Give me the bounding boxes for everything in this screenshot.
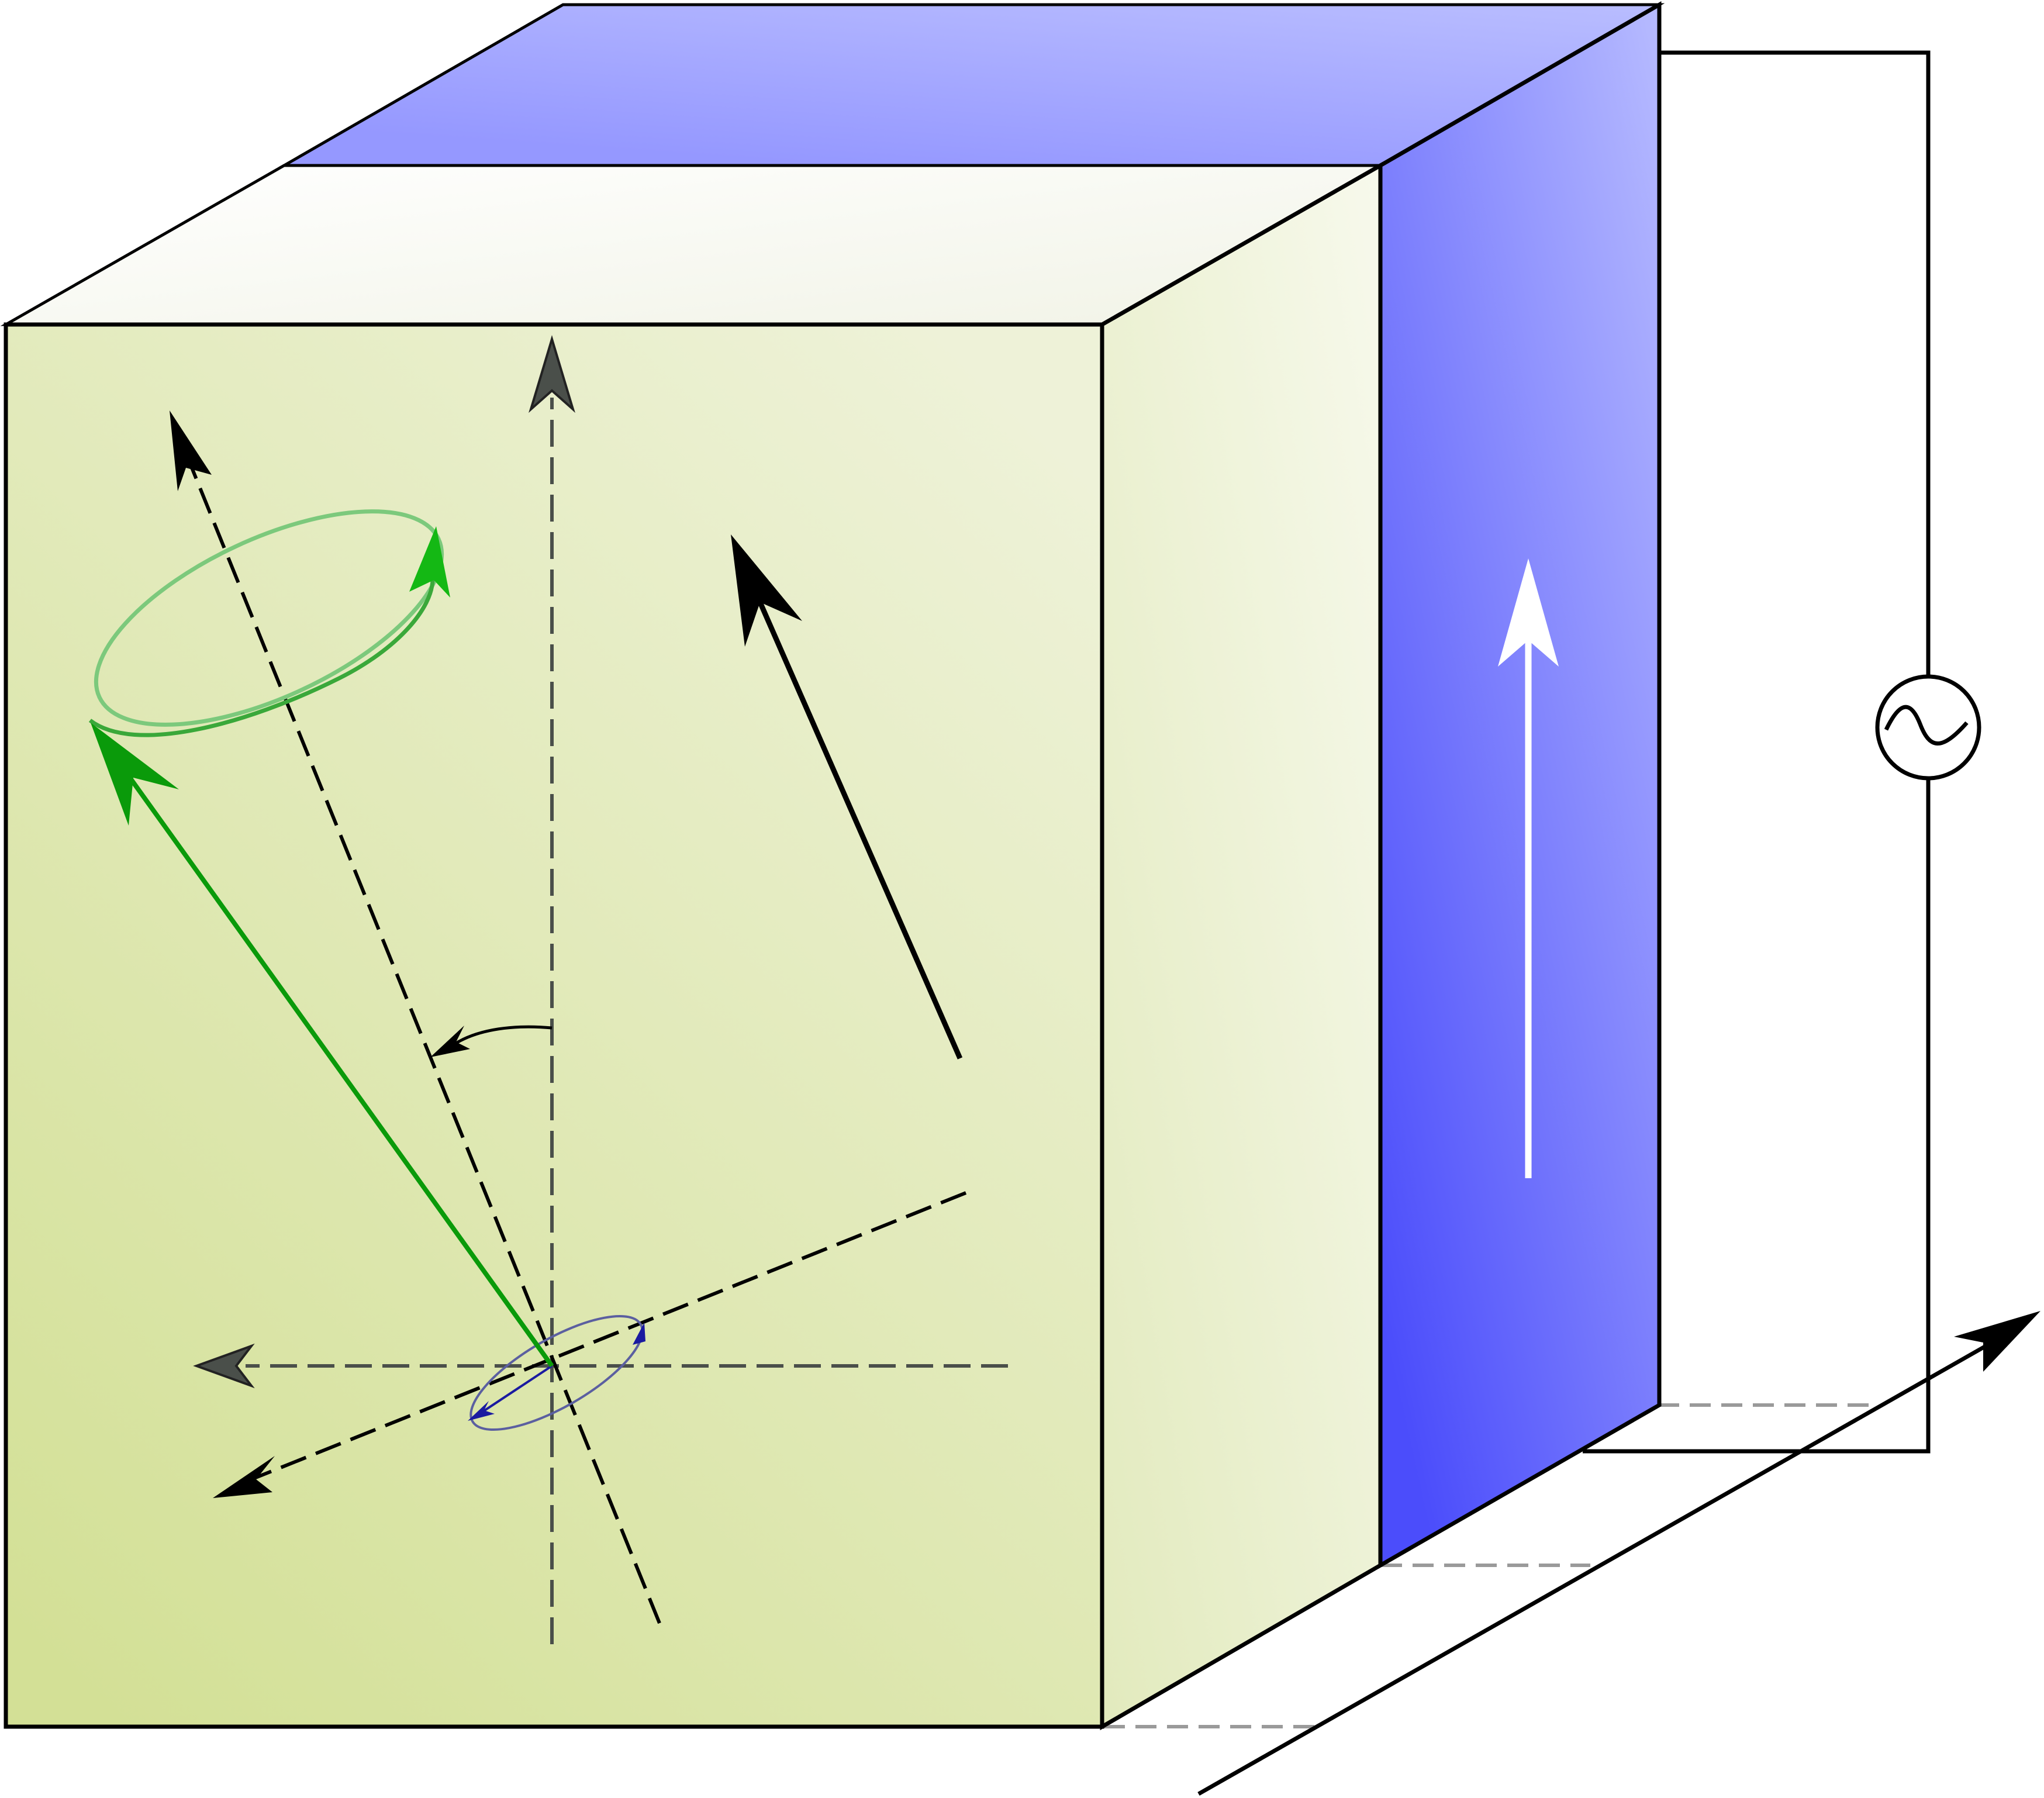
precession-cone (88, 509, 450, 737)
sample-side-face (1100, 161, 1383, 1731)
small-precession (468, 1314, 645, 1431)
sine-wave-icon (1884, 705, 1969, 746)
magnetization-arrow (731, 534, 963, 1060)
depth-axis (213, 1191, 967, 1498)
tilt-angle-arc (430, 1025, 553, 1057)
horizontal-reference-axis (193, 1343, 1008, 1389)
sample-front-face (4, 322, 1104, 1729)
magnetic-moment-vector (91, 723, 554, 1368)
ac-circuit (1576, 50, 1931, 1454)
electrode-plate (1378, 1, 1662, 1569)
ground-reference-lines (1104, 1403, 1871, 1728)
tilted-axis (170, 410, 661, 1624)
ac-source-icon (1875, 674, 1981, 781)
field-arrow (1498, 558, 1559, 1178)
vertical-reference-axis (529, 335, 575, 1644)
propagation-arrow (1197, 1311, 2040, 1796)
